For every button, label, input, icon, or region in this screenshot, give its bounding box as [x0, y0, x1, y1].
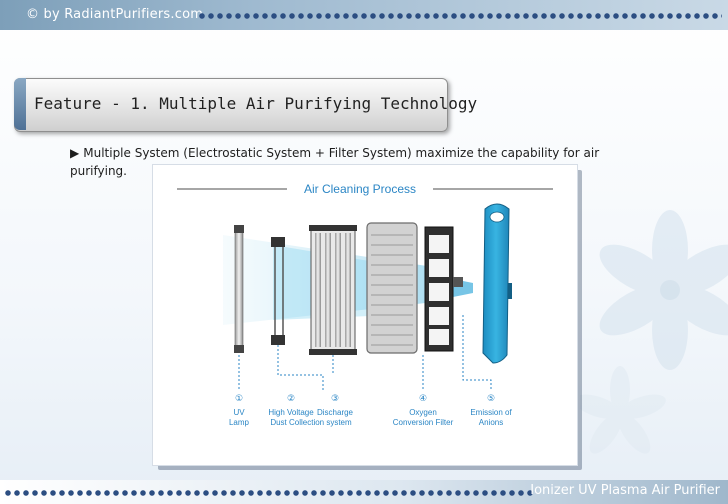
dust-collection-rods [271, 237, 285, 345]
component-number-5: ⑤ [487, 394, 495, 404]
copyright-text: © by RadiantPurifiers.com [26, 7, 204, 22]
feature-title-box [14, 78, 448, 132]
anion-emitter-panel [482, 203, 512, 364]
filter-grille [366, 222, 418, 354]
footer-dot-divider [4, 489, 534, 497]
feature-title: Feature - 1. Multiple Air Purifying Tech… [34, 94, 478, 113]
oxygen-conversion-filter [424, 226, 463, 352]
flower-decoration-icon [580, 210, 728, 454]
uv-lamp [234, 225, 244, 353]
footer-title: Ionizer UV Plasma Air Purifier [530, 483, 720, 498]
oxygen-label-line2: Conversion Filter [393, 418, 454, 427]
uv-lamp-label-line2: Lamp [229, 418, 250, 427]
air-cleaning-diagram: Air Cleaning Process [177, 182, 553, 427]
discharge-plates [309, 225, 357, 355]
air-cleaning-process-figure: Air Cleaning Process [152, 164, 578, 466]
uv-lamp-label-line1: UV [233, 408, 245, 417]
bullet-arrow-icon: ▶ [70, 146, 80, 160]
high-voltage-label: High Voltage [268, 408, 314, 417]
feature-description-text: Multiple System (Electrostatic System + … [70, 146, 600, 178]
component-number-2: ② [287, 394, 295, 404]
diagram-title: Air Cleaning Process [304, 182, 416, 196]
discharge-label: Discharge [317, 408, 354, 417]
dust-collection-label: Dust Collection system [270, 418, 352, 427]
feature-description: ▶Multiple System (Electrostatic System +… [70, 144, 630, 180]
component-number-4: ④ [419, 394, 427, 404]
callout-leaders [238, 315, 492, 391]
header-dot-divider [198, 12, 722, 20]
component-number-1: ① [235, 394, 243, 404]
feature-title-accent [14, 78, 26, 130]
anions-label-line1: Emission of [470, 408, 512, 417]
anions-label-line2: Anions [479, 418, 503, 427]
component-number-3: ③ [331, 394, 339, 404]
oxygen-label-line1: Oxygen [409, 408, 437, 417]
